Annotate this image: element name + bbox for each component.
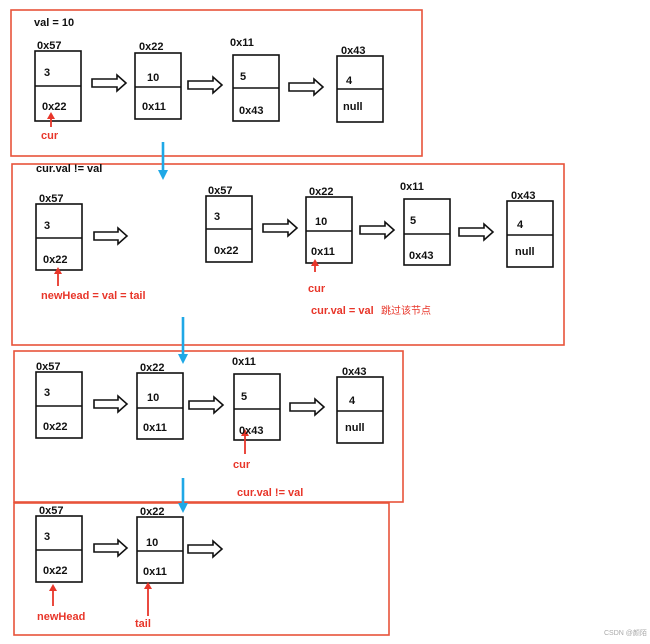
p2-node3-box	[305, 196, 353, 264]
p2-arrow-3	[359, 220, 396, 240]
p2-newhead-label: newHead = val = tail	[41, 290, 146, 302]
p4-node1-box	[35, 515, 83, 583]
flow-arrow-3-head	[178, 503, 188, 513]
p3-note: cur.val != val	[237, 487, 304, 499]
p3-node1-box	[35, 371, 83, 439]
p4-tail-pointer-head	[144, 582, 152, 589]
p2-arrow-4	[458, 222, 495, 242]
p4-arrow-1	[93, 538, 129, 558]
p3-node4-next: null	[345, 422, 365, 434]
p1-node3-addr: 0x11	[230, 37, 254, 49]
p2-node1-val: 3	[44, 220, 51, 232]
p2-arrow-1	[93, 226, 129, 246]
flow-arrow-2-head	[178, 354, 188, 364]
p2-arrow-2	[262, 218, 299, 238]
p1-node3-next: 0x43	[239, 105, 264, 117]
p2-node5-addr: 0x43	[511, 190, 536, 202]
p4-newhead-pointer-head	[49, 584, 57, 591]
p3-arrow-1	[93, 394, 129, 414]
p3-node3-box	[233, 373, 281, 441]
p4-newhead-label: newHead	[37, 611, 86, 623]
p2-cur-label: cur	[308, 283, 326, 295]
p2-node5-val: 4	[517, 219, 524, 231]
p1-node4-addr: 0x43	[341, 45, 366, 57]
p2-node1-next: 0x22	[43, 254, 68, 266]
p1-node2-val: 10	[147, 72, 160, 84]
p1-node4-val: 4	[346, 75, 353, 87]
p4-node1-next: 0x22	[43, 565, 68, 577]
p3-node2-val: 10	[147, 392, 160, 404]
p2-cur-pointer-head	[311, 259, 319, 266]
p2-node3-val: 10	[315, 216, 328, 228]
p2-node1-addr: 0x57	[39, 193, 64, 205]
p2-node2-addr: 0x57	[208, 185, 233, 197]
p2-node2-next: 0x22	[214, 245, 239, 257]
p1-node2-box	[134, 52, 182, 120]
p1-node2-addr: 0x22	[139, 41, 164, 53]
p3-arrow-2	[188, 395, 225, 415]
p1-node1-next: 0x22	[42, 101, 67, 113]
p1-node2-next: 0x11	[142, 101, 166, 113]
panel-3-frame	[13, 350, 404, 503]
p3-node1-val: 3	[44, 387, 51, 399]
p1-node1-val: 3	[44, 67, 51, 79]
p4-node2-box	[136, 516, 184, 584]
p3-node3-val: 5	[241, 391, 248, 403]
flow-arrow-1-head	[158, 170, 168, 180]
p4-node1-val: 3	[44, 531, 51, 543]
p4-node2-addr: 0x22	[140, 506, 165, 518]
p4-node2-next: 0x11	[143, 566, 167, 578]
p2-node3-next: 0x11	[311, 246, 335, 258]
p3-node4-addr: 0x43	[342, 366, 367, 378]
watermark: CSDN @颜陌	[604, 630, 647, 637]
panel-4-frame	[13, 502, 390, 636]
p4-tail-label: tail	[135, 618, 151, 630]
panel-2-frame	[11, 163, 565, 346]
p3-cur-label: cur	[233, 459, 251, 471]
p1-arrow-2	[187, 75, 224, 95]
p1-arrow-1	[91, 73, 128, 93]
p3-node2-addr: 0x22	[140, 362, 165, 374]
p2-node5-next: null	[515, 246, 535, 258]
p2-node4-box	[403, 198, 451, 266]
p3-node3-addr: 0x11	[232, 356, 256, 368]
p2-node4-val: 5	[410, 215, 417, 227]
p3-node2-box	[136, 372, 184, 440]
p2-newhead-pointer-head	[54, 267, 62, 274]
val-title: val = 10	[34, 17, 75, 29]
p3-node1-addr: 0x57	[36, 361, 61, 373]
p2-node3-addr: 0x22	[309, 186, 334, 198]
p2-note-zh: 跳过该节点	[381, 306, 431, 317]
p2-node4-next: 0x43	[409, 250, 434, 262]
p4-node1-addr: 0x57	[39, 505, 64, 517]
p3-cur-pointer-head	[241, 429, 249, 436]
panel-1-frame	[10, 9, 423, 157]
p1-cur-pointer-head	[47, 112, 55, 119]
p3-node4-box	[336, 376, 384, 444]
p2-node4-addr: 0x11	[400, 181, 424, 193]
p1-node4-next: null	[343, 101, 363, 113]
p3-node1-next: 0x22	[43, 421, 68, 433]
p3-arrow-3	[289, 397, 326, 417]
p1-node1-addr: 0x57	[37, 40, 62, 52]
p2-note: cur.val = val	[311, 305, 374, 317]
p4-arrow-2	[187, 539, 224, 559]
p1-node3-val: 5	[240, 71, 247, 83]
p2-node5-box	[506, 200, 554, 268]
p1-cur-label: cur	[41, 130, 59, 142]
p2-node2-val: 3	[214, 211, 221, 223]
p3-node2-next: 0x11	[143, 422, 167, 434]
p3-node3-next: 0x43	[239, 425, 264, 437]
p2-caption: cur.val != val	[36, 163, 103, 175]
p3-node4-val: 4	[349, 395, 356, 407]
p1-arrow-3	[288, 77, 325, 97]
p4-node2-val: 10	[146, 537, 159, 549]
